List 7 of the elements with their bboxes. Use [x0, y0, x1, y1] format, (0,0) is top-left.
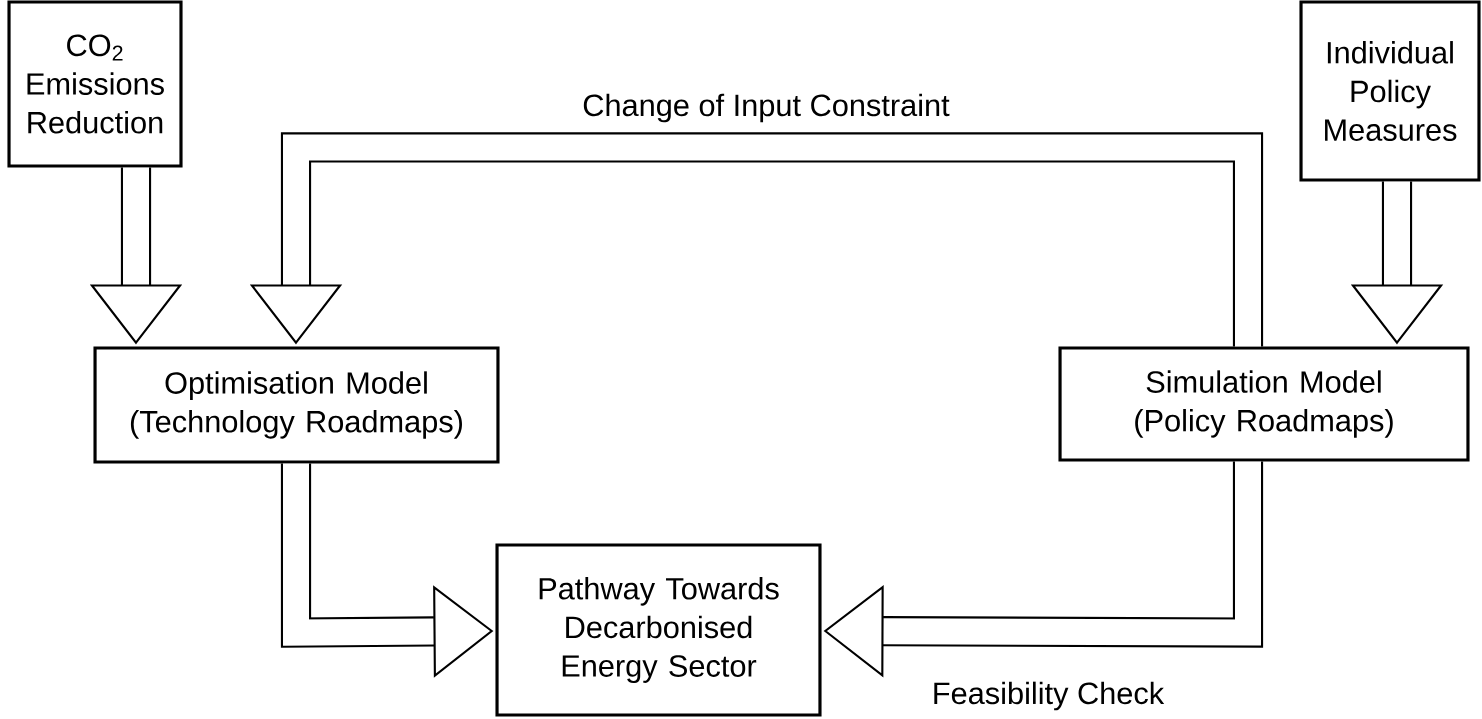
- process-box: Simulation Model (Policy Roadmaps): [1058, 346, 1470, 462]
- process-box: Individual Policy Measures: [1299, 0, 1481, 182]
- edge-label: Change of Input Constraint: [580, 91, 952, 125]
- process-box: Optimisation Model (Technology Roadmaps): [93, 346, 500, 464]
- process-box: CO$_{2}$ Emissions Reduction: [7, 0, 183, 168]
- process-box: Pathway Towards Decarbonised Energy Sector: [495, 543, 822, 717]
- edge-label: Feasibility Check: [930, 679, 1166, 713]
